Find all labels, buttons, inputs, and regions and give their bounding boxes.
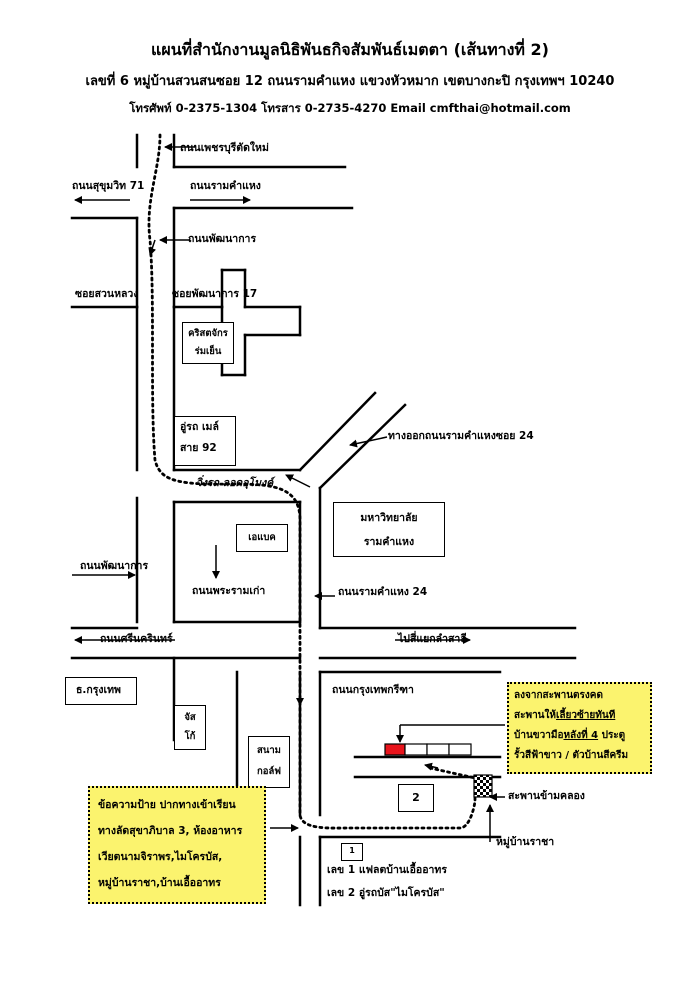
label-krungthep-kritha: ถนนกรุงเทพกรีฑา — [332, 684, 414, 696]
legend-1: เลข 1 แฟลตบ้านเอื้ออาทร — [327, 864, 447, 876]
label-canal-bridge: สะพานข้ามคลอง — [508, 790, 585, 802]
jusco-label-2: โก้ — [184, 731, 196, 742]
church-label-2: ร่มเย็น — [194, 346, 222, 357]
sign-line-2: ทางลัดสุขาภิบาล 3, ห้องอาหาร — [98, 825, 243, 837]
destination-house — [384, 743, 406, 756]
number-2-box: 2 — [398, 784, 434, 812]
univ-label-2: รามคำแหง — [363, 536, 415, 548]
univ-label-1: มหาวิทยาลัย — [360, 512, 418, 524]
label-sukhumvit-71: ถนนสุขุมวิท 71 — [72, 180, 145, 192]
label-mooban-racha: หมู่บ้านราชา — [496, 836, 555, 848]
note-line-3: บ้านขวามือหลังที่ 4 ประตู — [514, 730, 626, 741]
route-path — [147, 133, 477, 830]
golf-label-2: กอล์ฟ — [256, 766, 281, 777]
sign-line-1: ข้อความป้าย ปากทางเข้าเรียน — [98, 799, 236, 811]
bangkok-bank-box: ธ.กรุงเทพ — [65, 677, 137, 705]
directions-note: ลงจากสะพานตรงคด สะพานให้เลี้ยวซ้ายทันที … — [507, 682, 652, 774]
direction-arrows — [72, 143, 505, 842]
label-ram24: ถนนรามคำแหง 24 — [338, 586, 428, 598]
label-phatthanakan-mid: ถนนพัฒนาการ — [80, 560, 149, 572]
legend-2: เลข 2 อู่รถบัส"ไมโครบัส" — [327, 887, 445, 899]
number-1-box: 1 — [341, 843, 363, 861]
label-phra-ram-kao: ถนนพระรามเก่า — [192, 585, 266, 597]
label-tunnel: วิ่งรถ ลอดอุโมงค์ — [196, 477, 274, 489]
label-srinakarin: ถนนศรีนครินทร์ — [100, 633, 173, 645]
bus-depot-label-2: สาย 92 — [180, 442, 217, 454]
label-soi-phatthanakan-17: ซอยพัฒนาการ 17 — [172, 288, 258, 300]
golf-course-box: สนาม กอล์ฟ — [248, 736, 290, 788]
label-to-lamsali: ไปสี่แยกลำสาลี — [398, 633, 467, 645]
note-line-4: รั้วสีฟ้าขาว / ตัวบ้านสีครีม — [514, 750, 629, 761]
label-phatthanakan-top: ถนนพัฒนาการ — [188, 233, 257, 245]
bus-depot-box: อู่รถ เมล์ สาย 92 — [174, 416, 236, 466]
contact-info: โทรศัพท์ 0-2375-1304 โทรสาร 0-2735-4270 … — [129, 101, 571, 115]
canal-bridge — [473, 774, 493, 798]
ramkhamhaeng-university-box: มหาวิทยาลัย รามคำแหง — [333, 502, 445, 557]
jusco-label-1: จัส — [184, 712, 196, 723]
sign-note: ข้อความป้าย ปากทางเข้าเรียน ทางลัดสุขาภิ… — [88, 786, 266, 904]
sign-line-3: เวียตนามจิราพร,ไมโครบัส, — [98, 851, 223, 863]
office-address: เลขที่ 6 หมู่บ้านสวนสนซอย 12 ถนนรามคำแหง… — [85, 74, 615, 89]
label-exit-ram24: ทางออกถนนรามคำแหงซอย 24 — [388, 430, 534, 442]
church-box: คริสตจักร ร่มเย็น — [182, 322, 234, 364]
label-phetchaburi-road: ถนนเพชรบุรีตัดใหม่ — [180, 142, 269, 154]
label-soi-suanluang: ซอยสวนหลวง — [75, 288, 139, 300]
note-line-1: ลงจากสะพานตรงคด — [514, 690, 603, 701]
golf-label-1: สนาม — [257, 745, 281, 756]
sign-line-4: หมู่บ้านราชา,บ้านเอื้ออาทร — [98, 877, 221, 889]
jusco-box: จัส โก้ — [174, 705, 206, 750]
note-line-2: สะพานให้เลี้ยวซ้ายทันที — [514, 710, 616, 721]
church-label-1: คริสตจักร — [188, 328, 228, 339]
bus-depot-label-1: อู่รถ เมล์ — [180, 421, 219, 433]
map-title: แผนที่สำนักงานมูลนิธิพันธกิจสัมพันธ์เมตต… — [151, 40, 549, 59]
label-ramkhamhaeng-road: ถนนรามคำแหง — [190, 180, 261, 192]
abac-box: เอแบค — [236, 524, 288, 552]
